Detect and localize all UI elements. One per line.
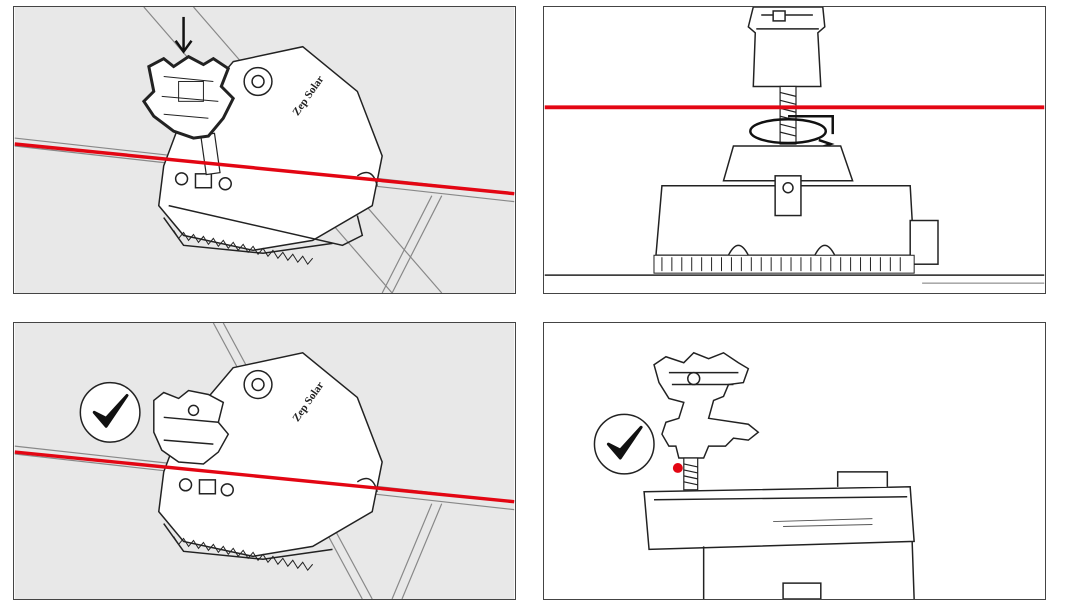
- mount-teeth: [653, 254, 915, 274]
- down-arrow-icon: [174, 16, 193, 54]
- clip-top: [747, 7, 826, 88]
- checkmark-icon: [79, 381, 141, 443]
- step-4-panel: [543, 322, 1046, 600]
- step-4-illustration: [544, 323, 1045, 599]
- step-2-illustration: [544, 7, 1045, 293]
- clip-details: [161, 76, 219, 119]
- step-3-panel: Zep Solar: [13, 322, 516, 600]
- alignment-line: [14, 142, 515, 196]
- red-dot-indicator: [672, 462, 683, 473]
- mounting-clip: [653, 351, 760, 459]
- alignment-line: [14, 450, 515, 504]
- checkmark-icon: [593, 413, 655, 475]
- mount-body: [655, 145, 939, 265]
- step-1-panel: Zep Solar: [13, 6, 516, 294]
- step-2-panel: [543, 6, 1046, 294]
- mount-teeth: [173, 230, 314, 266]
- step-3-illustration: Zep Solar: [14, 323, 515, 599]
- mount-body: [643, 471, 915, 599]
- mount-detail-lines: [773, 518, 873, 528]
- step-1-illustration: Zep Solar: [14, 7, 515, 293]
- mounting-clip: [153, 389, 230, 465]
- rotate-arrow-icon: [749, 114, 835, 150]
- mount-teeth: [173, 536, 314, 572]
- threaded-stud: [683, 457, 699, 491]
